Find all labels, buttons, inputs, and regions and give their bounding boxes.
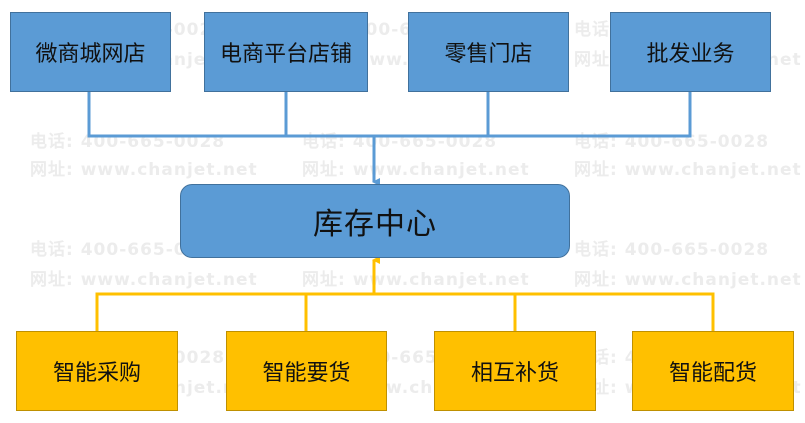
inventory-center-box: 库存中心 — [180, 184, 570, 258]
source-box-label: 批发业务 — [646, 42, 735, 67]
watermark-site: 网址: www.chanjet.net — [302, 270, 530, 290]
inventory-center-label: 库存中心 — [313, 207, 437, 242]
source-box-wechat-mall: 微商城网店 — [10, 12, 171, 92]
source-box-retail-store: 零售门店 — [408, 12, 569, 92]
source-box-label: 相互补货 — [470, 361, 559, 386]
watermark-site: 网址: www.chanjet.net — [574, 160, 802, 180]
source-box-label: 智能配货 — [668, 361, 757, 386]
watermark-phone: 电话: 400-665-0028 — [574, 132, 770, 152]
source-box-label: 零售门店 — [444, 42, 533, 67]
watermark-phone: 电话: 400-665-0028 — [302, 132, 498, 152]
source-box-label: 微商城网店 — [35, 42, 146, 67]
source-box-label: 智能采购 — [52, 361, 141, 386]
source-box-label: 智能要货 — [262, 361, 351, 386]
watermark-phone: 电话: 400-665-0028 — [574, 240, 770, 260]
watermark-site: 网址: www.chanjet.net — [30, 160, 258, 180]
source-box-label: 电商平台店铺 — [219, 42, 352, 67]
watermark-phone: 电话: 400-665-0028 — [30, 132, 226, 152]
source-box-mutual-replenishment: 相互补货 — [434, 331, 596, 411]
source-box-ecommerce-store: 电商平台店铺 — [204, 12, 368, 92]
watermark-phone: 电话: 400-665-0028 — [30, 240, 226, 260]
watermark-site: 网址: www.chanjet.net — [574, 270, 802, 290]
watermark-site: 网址: www.chanjet.net — [302, 160, 530, 180]
top-connectors — [87, 92, 692, 138]
source-box-smart-purchasing: 智能采购 — [16, 331, 178, 411]
watermark-site: 网址: www.chanjet.net — [30, 270, 258, 290]
bottom-connectors — [95, 292, 715, 331]
source-box-wholesale: 批发业务 — [610, 12, 771, 92]
source-box-smart-distribution: 智能配货 — [632, 331, 794, 411]
source-box-smart-requisition: 智能要货 — [226, 331, 387, 411]
